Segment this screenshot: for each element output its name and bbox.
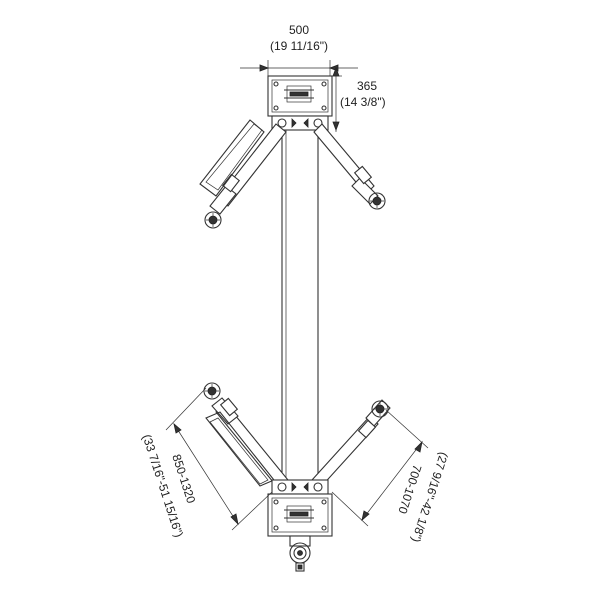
arm-bottom-left [203, 382, 289, 489]
dimension-top-width: 500 (19 11/16") [240, 23, 358, 78]
top-width-imperial: (19 11/16") [270, 39, 328, 53]
dimension-left-arm-reach: 850-1320 (33 7/16"-51 15/16") [140, 387, 273, 539]
dimension-top-offset: 365 (14 3/8") [330, 66, 386, 132]
bottom-carriage [267, 479, 333, 537]
main-column [281, 130, 319, 484]
top-carriage [267, 75, 333, 131]
arm-top-right [313, 123, 386, 210]
arm-top-left [199, 119, 287, 229]
top-offset-imperial: (14 3/8") [340, 95, 386, 109]
top-offset-value: 365 [357, 79, 377, 93]
arm-bottom-right [311, 399, 391, 489]
dimension-right-arm-reach: 700-1070 (27 9/16"-42 1/8") [331, 409, 451, 544]
motor-unit [289, 535, 311, 572]
top-width-value: 500 [289, 23, 309, 37]
